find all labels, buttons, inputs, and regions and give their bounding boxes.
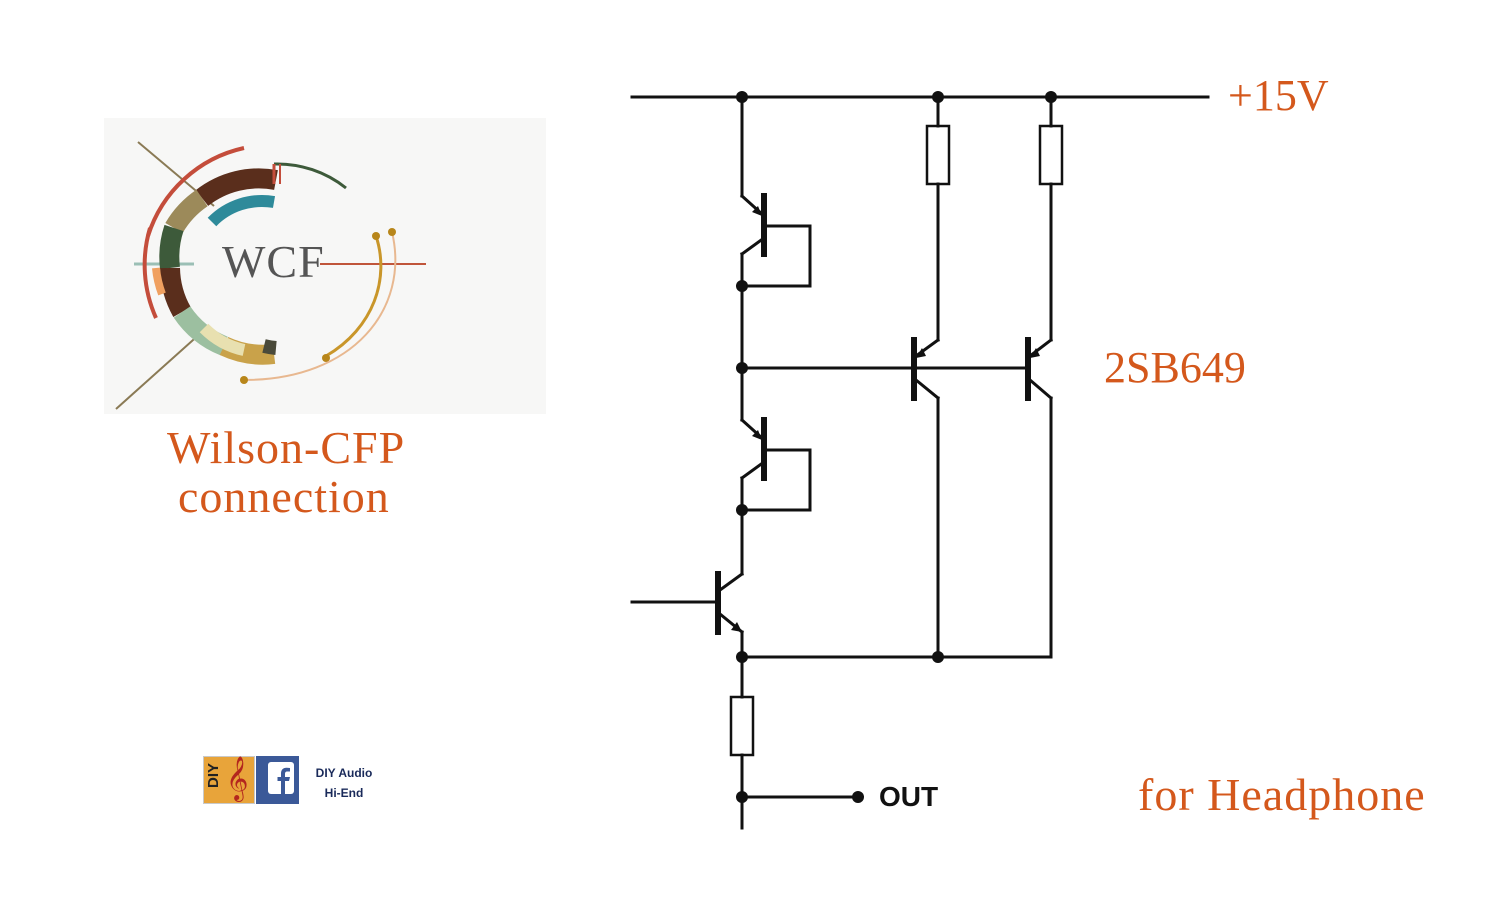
badge-line2: Hi-End: [324, 786, 364, 800]
diy-tile: DIY 𝄞: [203, 756, 255, 804]
diagram-title-line1: Wilson-CFP: [167, 422, 406, 473]
diagram-title-line2: connection: [178, 471, 390, 522]
junction-dot: [736, 280, 748, 292]
diy-tile-text: DIY: [205, 763, 222, 789]
resistor-r3: [729, 695, 755, 757]
output-transistor-2: [1025, 337, 1054, 659]
junction-dot: [1045, 91, 1057, 103]
logo-mark-text: WCF: [222, 236, 325, 287]
treble-clef-icon: 𝄞: [226, 756, 249, 800]
transistor-part-label: 2SB649: [1104, 343, 1246, 392]
badge-caption: DIY Audio Hi-End: [309, 763, 379, 803]
junction-dot: [932, 651, 944, 663]
diode-transistor-bottom: [739, 417, 812, 512]
junction-dot: [736, 91, 748, 103]
purpose-label: for Headphone: [1138, 769, 1426, 820]
facebook-icon: [268, 762, 294, 794]
diode-transistor-top: [739, 193, 812, 288]
supply-voltage-label: +15V: [1228, 71, 1329, 120]
driver-transistor: [630, 571, 745, 635]
junction-dot: [736, 362, 748, 374]
diy-audio-badge[interactable]: DIY 𝄞: [203, 756, 299, 804]
output-transistor-1: [911, 337, 941, 659]
output-terminal-dot: [852, 791, 864, 803]
junction-dot: [932, 91, 944, 103]
badge-line1: DIY Audio: [315, 766, 373, 780]
resistor-r2: [1038, 124, 1064, 186]
junction-dot: [736, 504, 748, 516]
wcf-logo-graphic: [115, 141, 426, 410]
wcf-logo: [104, 118, 546, 414]
resistor-r1: [925, 124, 951, 186]
junction-dot: [736, 651, 748, 663]
facebook-tile[interactable]: [256, 756, 299, 804]
output-label: OUT: [879, 781, 939, 812]
junction-dot: [736, 791, 748, 803]
